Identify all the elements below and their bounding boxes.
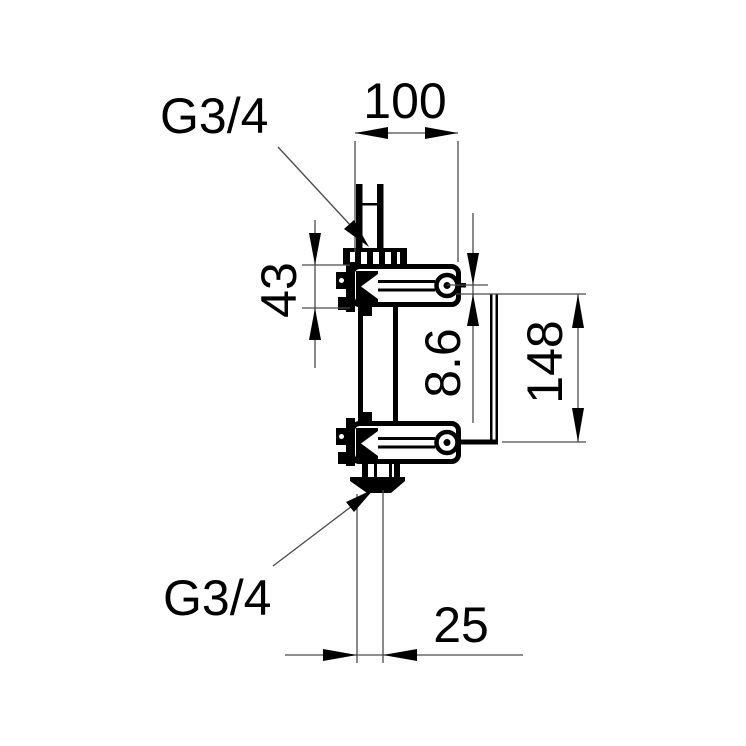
bottom-stub [350,464,405,493]
dim-label-25: 25 [433,597,489,653]
dimension-25: 25 [285,490,523,663]
dimension-148: 148 [502,294,586,443]
bottom-valve-arm [336,418,461,466]
arrowhead [572,408,584,442]
bottom-axis-stub [458,439,498,445]
leader-g34-bottom: G3/4 [163,489,374,626]
arrowhead [425,127,458,139]
top-pipe-left-wall [356,184,363,252]
top-pipe [356,184,384,252]
thread-label-bottom: G3/4 [163,570,271,626]
arrowhead [572,294,584,328]
dimensions: 100 43 8.6 148 [160,73,586,663]
arrowhead [355,127,388,139]
arrowhead [346,489,374,512]
bottom-arm-left-bracket [346,418,355,466]
dim-label-148: 148 [517,320,573,403]
dim-label-43: 43 [251,262,307,318]
arrowhead [309,233,321,265]
arrowhead [344,220,369,247]
dim-label-100: 100 [363,73,446,129]
top-valve-arm [336,262,461,312]
bottom-stub-taper [350,477,405,493]
top-arm-left-bracket [346,262,355,312]
arrowhead [383,649,417,661]
leader-g34-top: G3/4 [160,88,369,247]
dimension-43: 43 [251,220,350,368]
valve-body [336,184,498,493]
top-pipe-joint-line [358,203,382,206]
thread-label-top: G3/4 [160,88,268,144]
dimension-8-6: 8.6 [415,213,586,423]
dimension-100: 100 [354,73,459,262]
arrowhead [467,253,479,285]
union-nut [343,248,407,265]
arrowhead [467,294,479,326]
dim-label-8-6: 8.6 [415,328,471,398]
body-column [358,305,398,423]
arrowhead [323,649,357,661]
arrowhead [309,308,321,340]
top-pipe-right-wall [377,184,384,252]
bottom-arm-screw-dot [443,439,451,446]
